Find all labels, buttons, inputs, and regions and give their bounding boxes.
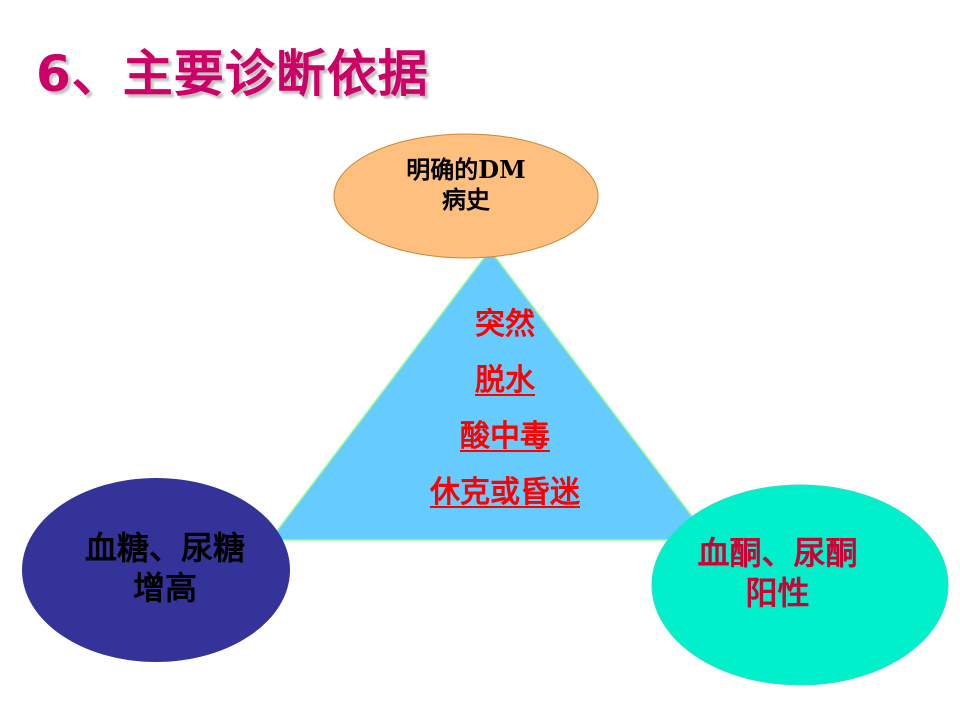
left-ellipse-label: 血糖、尿糖 增高 <box>40 528 290 608</box>
right-ellipse <box>651 484 949 686</box>
left-label-line1: 血糖、尿糖 <box>84 529 245 567</box>
center-item-sudden: 突然 <box>475 307 535 342</box>
right-ellipse-label: 血酮、尿酮 阳性 <box>655 533 900 613</box>
top-label-line1: 明确的DM <box>406 155 526 184</box>
center-item-acidosis[interactable]: 酸中毒 <box>460 419 550 454</box>
center-triangle <box>268 248 712 541</box>
right-label-line1: 血酮、尿酮 <box>697 534 858 572</box>
left-ellipse <box>22 478 290 662</box>
right-label-line2: 阳性 <box>745 574 810 612</box>
top-ellipse-label: 明确的DM 病史 <box>335 155 597 215</box>
center-triangle-list: 突然 脱水 酸中毒 休克或昏迷 <box>380 300 630 524</box>
top-label-line2: 病史 <box>442 185 490 214</box>
center-item-shock-coma[interactable]: 休克或昏迷 <box>430 475 580 510</box>
slide-title: 6、主要诊断依据 <box>36 45 429 103</box>
left-label-line2: 增高 <box>132 569 197 607</box>
center-item-dehydration[interactable]: 脱水 <box>475 363 535 398</box>
top-ellipse <box>333 133 599 259</box>
